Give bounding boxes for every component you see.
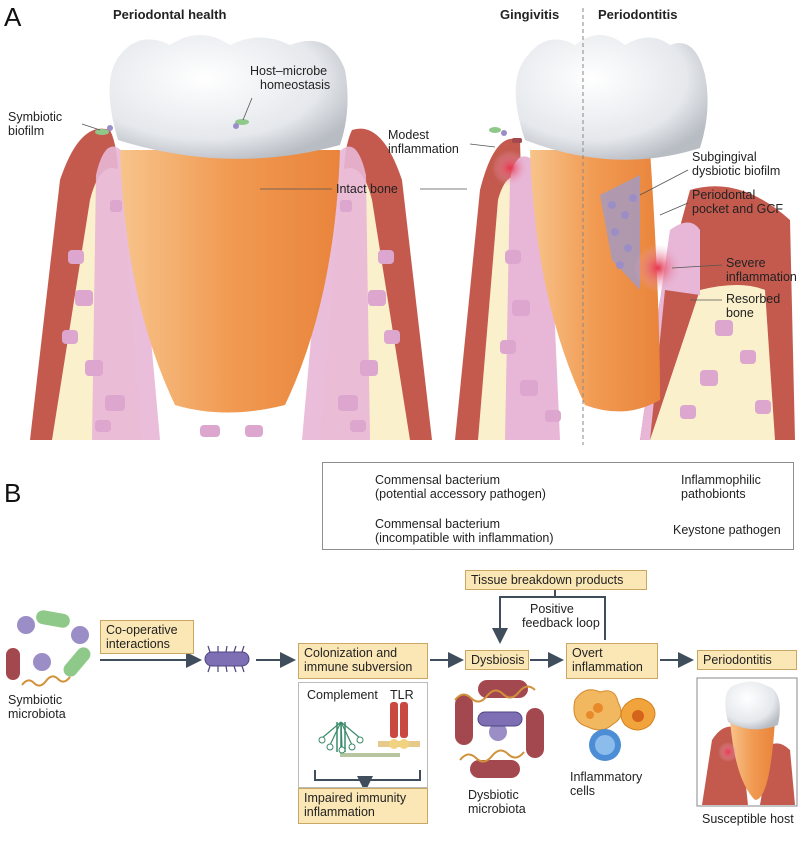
susceptible-host-label: Susceptible host bbox=[702, 812, 794, 826]
complement-label: Complement bbox=[307, 688, 378, 702]
panel-a-leader-lines bbox=[81, 97, 723, 301]
panel-a-letter: A bbox=[4, 2, 22, 32]
periodontitis-box: Periodontitis bbox=[697, 650, 797, 670]
symbiotic-biofilm-marker bbox=[95, 119, 249, 135]
symbiotic-microbiota-cluster bbox=[6, 610, 91, 687]
gingivitis-title: Gingivitis bbox=[500, 7, 560, 22]
dysbiotic-microbiota-cluster bbox=[454, 680, 544, 778]
legend-box: Commensal bacterium(potential accessory … bbox=[322, 462, 794, 550]
dysbiosis-box: Dysbiosis bbox=[465, 650, 529, 670]
legend-commensal-incompatible: Commensal bacterium(incompatible with in… bbox=[375, 517, 554, 545]
panel-b-letter: B bbox=[4, 478, 22, 508]
healthy-title: Periodontal health bbox=[113, 7, 227, 22]
healthy-tooth-illustration bbox=[30, 35, 432, 441]
complement-icon bbox=[318, 721, 400, 757]
inflammatory-cells-illustration bbox=[573, 689, 656, 761]
flow-keystone-pathogen bbox=[204, 645, 250, 673]
susceptible-host-illustration bbox=[696, 677, 798, 807]
periodontitis-title: Periodontitis bbox=[598, 7, 678, 22]
intact-bone-label: Intact bone bbox=[336, 182, 398, 196]
immune-mechanism-panel bbox=[298, 682, 428, 788]
healthy-bone-spots bbox=[62, 200, 400, 437]
healthy-root bbox=[120, 150, 340, 413]
tlr-label: TLR bbox=[390, 688, 414, 702]
flow-arrows bbox=[100, 578, 694, 792]
tlr-icon bbox=[378, 702, 420, 749]
legend-commensal-accessory: Commensal bacterium(potential accessory … bbox=[375, 473, 546, 501]
legend-keystone: Keystone pathogen bbox=[673, 523, 781, 537]
severe-inflammation-spot bbox=[634, 244, 682, 292]
modest-inflammation-spot bbox=[492, 150, 528, 186]
diseased-crown bbox=[515, 35, 708, 160]
diseased-tooth-illustration bbox=[455, 35, 795, 441]
tissue-breakdown-box: Tissue breakdown products bbox=[465, 570, 647, 590]
healthy-crown bbox=[109, 35, 348, 159]
